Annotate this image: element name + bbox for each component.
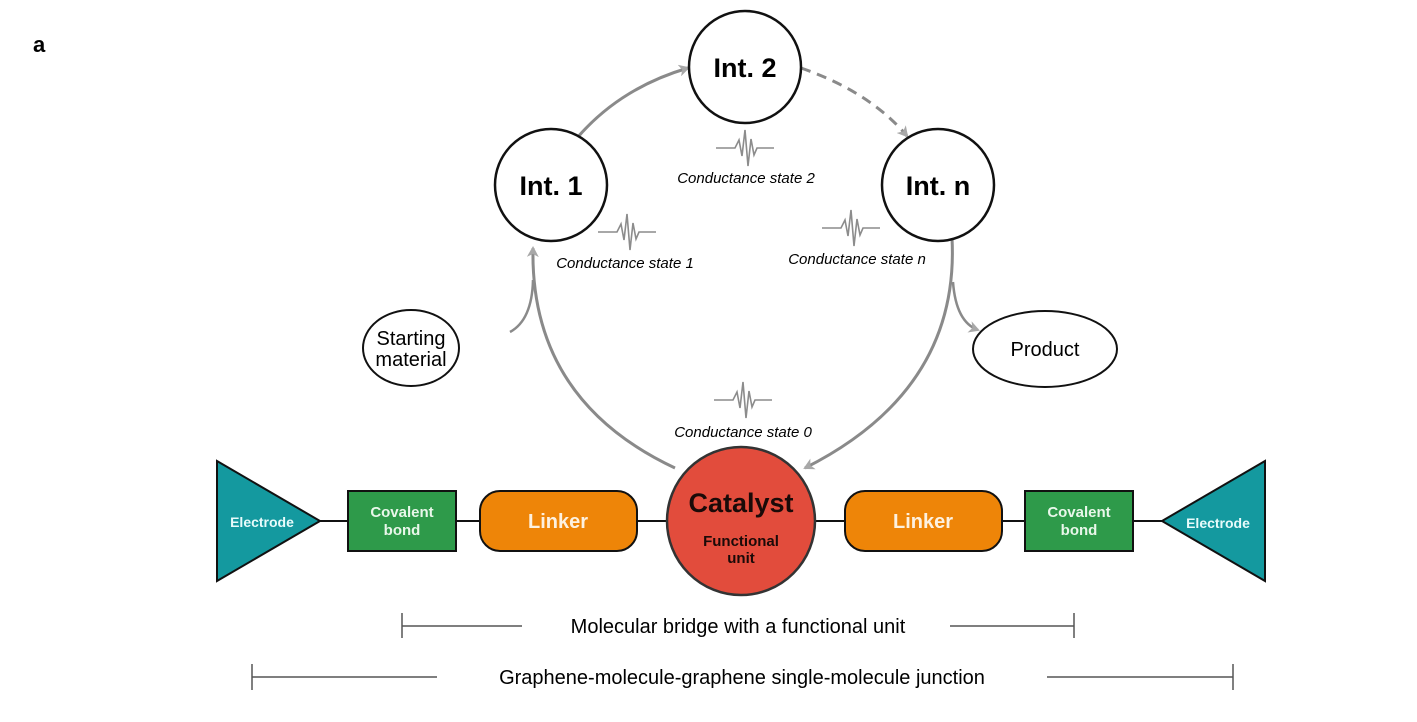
intermediate-label: Int. 1 [519,171,582,201]
arrow-int1-to-int2 [575,64,690,139]
left-electrode: Electrode [216,459,322,583]
arrow-cycle-to-product [951,281,980,333]
intermediate-node-n: Int. n [880,127,996,243]
conductance-state-1-label: Conductance state 1 [556,255,694,272]
catalyst-node: Catalyst Functional unit [665,445,817,597]
left-linker: Linker [479,490,638,552]
intermediate-label: Int. n [906,171,970,201]
arrow-int2-to-intn-dashed [800,66,909,138]
arrow-start-to-cycle [509,279,535,334]
right-linker: Linker [844,490,1003,552]
starting-material-line2: material [375,349,446,371]
product-node: Product [972,310,1118,388]
conductance-state-0-label: Conductance state 0 [674,424,812,441]
intermediate-node-1: Int. 1 [493,127,609,243]
right-bond-line2: bond [1061,522,1098,539]
catalyst-subtitle-line2: unit [727,550,755,567]
left-bond-line1: Covalent [370,504,433,521]
conductance-state-2-label: Conductance state 2 [677,170,815,187]
right-electrode: Electrode [1160,459,1266,583]
conductance-state-n-label: Conductance state n [788,251,926,268]
right-linker-label: Linker [893,511,953,533]
right-bond-line1: Covalent [1047,504,1110,521]
bridge-span-bracket [401,613,1075,638]
bridge-span-label: Molecular bridge with a functional unit [571,616,906,638]
left-linker-label: Linker [528,511,588,533]
panel-label: a [33,32,46,57]
left-electrode-label: Electrode [230,514,294,530]
arrow-catalyst-to-int1 [526,246,676,470]
catalyst-subtitle-line1: Functional [703,533,779,550]
conductance-signal-n-icon [822,209,880,247]
starting-material-line1: Starting [377,328,446,350]
conductance-signal-1-icon [598,213,656,251]
junction-span-bracket [251,664,1234,690]
left-covalent-bond: Covalent bond [347,490,457,552]
arrow-intn-to-catalyst [803,237,954,470]
starting-material-node: Starting material [362,309,460,387]
left-bond-line2: bond [384,522,421,539]
right-electrode-label: Electrode [1186,515,1250,531]
intermediate-node-2: Int. 2 [687,9,803,125]
intermediate-label: Int. 2 [713,53,776,83]
product-label: Product [1011,339,1080,361]
junction-span-label: Graphene-molecule-graphene single-molecu… [499,667,985,689]
right-covalent-bond: Covalent bond [1024,490,1134,552]
catalyst-title: Catalyst [688,488,793,518]
conductance-signal-0-icon [714,381,772,419]
conductance-signal-2-icon [716,129,774,167]
